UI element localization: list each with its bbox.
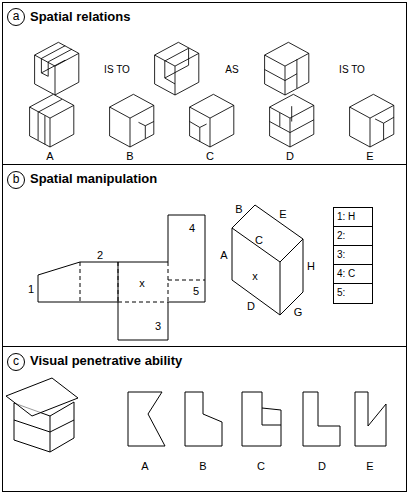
edge-letter: G (294, 307, 303, 318)
folded-block (232, 205, 303, 315)
option-letter: C (206, 151, 214, 162)
option-figure (350, 94, 394, 147)
relation-word: AS (225, 65, 238, 75)
block-figure (155, 42, 199, 95)
face-number: 2 (97, 250, 103, 261)
panel-letter-circle: c (7, 353, 25, 371)
face-number: 3 (155, 321, 161, 332)
relation-word: IS TO (104, 65, 130, 75)
option-letter: A (141, 461, 148, 472)
table-cell: 1: H (334, 208, 372, 227)
panel-heading: Visual penetrative ability (30, 353, 182, 368)
answer-table: 1: H2:3:4: C5: (333, 207, 373, 304)
edge-letter: H (307, 261, 315, 272)
option-letter: B (199, 461, 206, 472)
panel-letter: c (8, 354, 24, 370)
block-figure (35, 42, 79, 95)
panel-heading: Spatial manipulation (30, 171, 157, 186)
edge-letter: A (220, 250, 227, 261)
panel-frame: Spatial manipulation b 1: H2:3:4: C5: (2, 164, 407, 347)
table-cell: 3: (334, 246, 372, 265)
panel-letter: b (8, 172, 24, 188)
option-letter: A (46, 151, 53, 162)
option-figure (30, 94, 74, 147)
face-number: 5 (193, 286, 199, 297)
face-number: 1 (28, 284, 34, 295)
face-label: x (139, 278, 145, 289)
edge-letter: B (235, 204, 242, 215)
relation-word: IS TO (339, 65, 365, 75)
option-figure (270, 94, 314, 147)
edge-letter: D (247, 301, 255, 312)
table-cell: 5: (334, 284, 372, 303)
option-letter: B (126, 151, 133, 162)
cut-cube (6, 378, 78, 452)
block-figure (265, 42, 309, 95)
option-letter: E (366, 151, 373, 162)
option-figure (190, 94, 234, 147)
face-number: 4 (189, 223, 195, 234)
panel-letter-circle: a (7, 8, 25, 26)
option-figure (110, 94, 154, 147)
edge-letter: E (279, 209, 286, 220)
edge-letter: C (255, 235, 263, 246)
face-label: x (252, 271, 258, 282)
panel-heading: Spatial relations (30, 9, 130, 24)
section-option (128, 392, 386, 446)
panel-letter-circle: b (7, 171, 25, 189)
panel-letter: a (8, 9, 24, 25)
option-letter: C (257, 461, 265, 472)
option-letter: D (286, 151, 294, 162)
option-letter: E (366, 461, 373, 472)
unfolded-net (38, 215, 205, 340)
table-cell: 2: (334, 227, 372, 246)
panel-frame: Spatial relations a (2, 2, 407, 165)
table-cell: 4: C (334, 265, 372, 284)
option-letter: D (318, 461, 326, 472)
